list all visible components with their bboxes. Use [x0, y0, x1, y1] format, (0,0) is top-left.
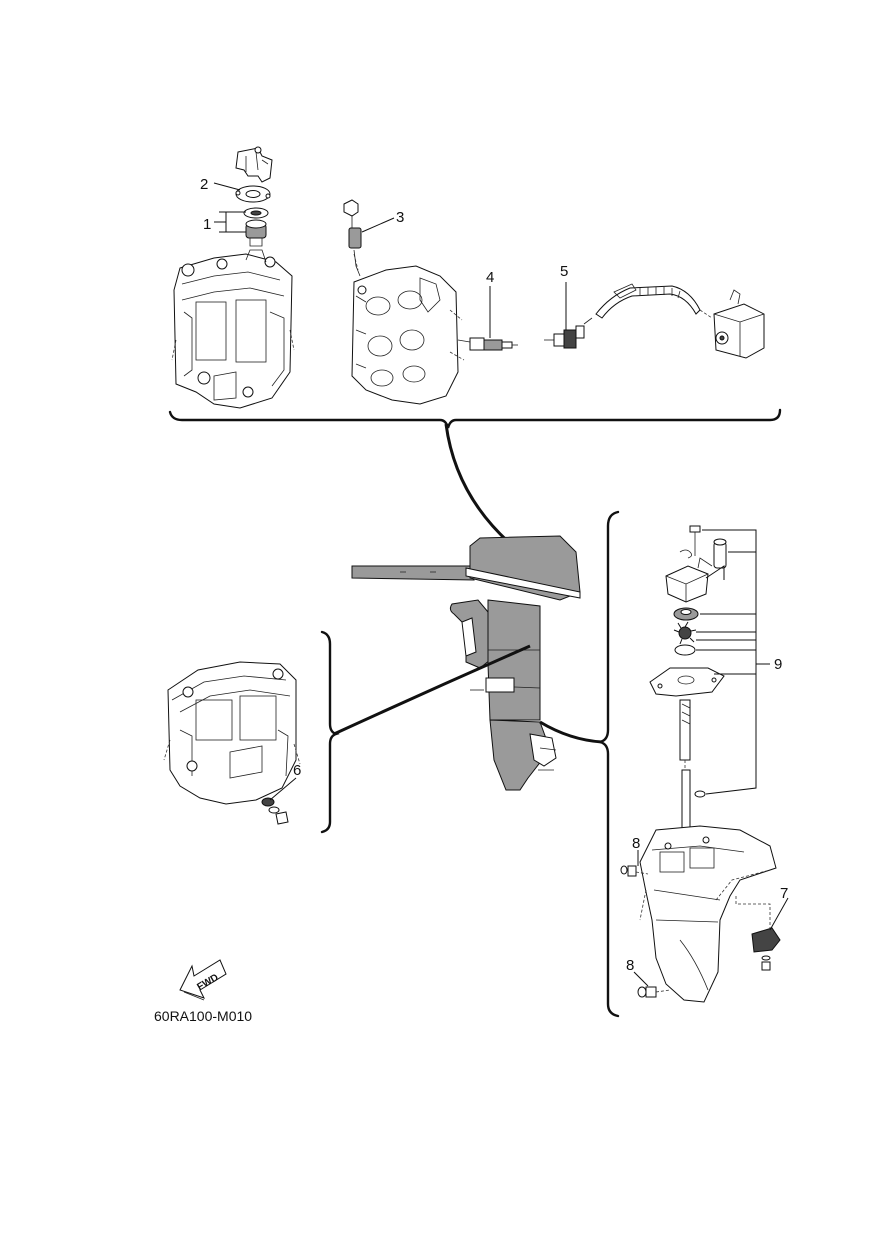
outboard-motor [351, 535, 581, 791]
callout-9: 9 [774, 656, 782, 673]
fuel-pump [699, 289, 765, 359]
trim-tab-anode [751, 927, 781, 971]
thermostat-cover [235, 146, 273, 183]
callout-3: 3 [396, 209, 404, 226]
forward-direction-arrow: FWD [179, 959, 227, 1001]
oil-pan [163, 661, 301, 805]
leader-line-6 [269, 777, 297, 801]
thermostat-gasket [235, 185, 271, 203]
lower-unit-brace [599, 510, 620, 1018]
connector-motor-to-lower-unit [539, 720, 603, 744]
water-pump-group [649, 525, 727, 831]
leader-line-7 [769, 897, 789, 931]
thermostat [243, 207, 269, 247]
spark-plug [457, 337, 518, 351]
figure-code: 60RA100-M010 [154, 1008, 252, 1024]
cylinder-block [171, 249, 295, 409]
anode [343, 199, 362, 277]
drain-screw-lower [637, 986, 671, 998]
callout-2: 2 [200, 176, 208, 193]
gear-case [639, 825, 777, 1003]
callout-6: 6 [293, 762, 301, 779]
leader-line-2 [213, 182, 241, 191]
top-parts-group [171, 146, 765, 409]
callout-bracket-1 [214, 211, 246, 233]
callout-1: 1 [203, 216, 211, 233]
drain-screw-upper [620, 865, 649, 877]
callout-bracket-9 [696, 529, 770, 795]
drain-plug [261, 797, 289, 825]
pump-housing-leader [705, 565, 725, 580]
callout-4: 4 [486, 269, 494, 286]
anode-guide-line [735, 896, 771, 928]
fuel-filter [544, 317, 593, 349]
cylinder-head [351, 265, 465, 405]
leader-line-8-lower [633, 971, 649, 987]
callout-8-upper: 8 [632, 835, 640, 852]
callout-5: 5 [560, 263, 568, 280]
callout-7: 7 [780, 885, 788, 902]
fuel-hose [595, 283, 701, 319]
connector-motor-to-oil-pan [333, 644, 531, 736]
connector-top-to-cowling [444, 423, 521, 554]
top-group-brace [168, 408, 782, 429]
oil-pan-brace [320, 630, 340, 834]
leader-line-3 [361, 217, 395, 233]
callout-8-lower: 8 [626, 957, 634, 974]
impeller [673, 621, 697, 645]
